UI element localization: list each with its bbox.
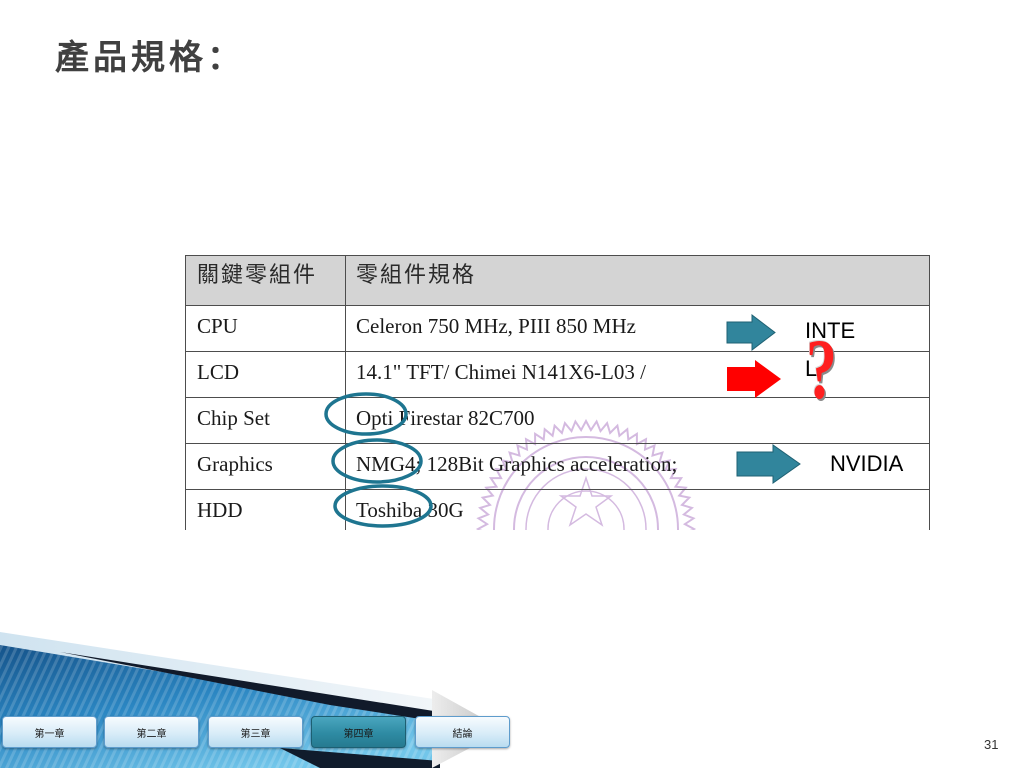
question-mark-icon: ? bbox=[806, 321, 837, 417]
nav-button-conclusion[interactable]: 結論 bbox=[415, 716, 510, 748]
header-component: 關鍵零組件 bbox=[186, 256, 346, 305]
component-cell: HDD bbox=[186, 490, 346, 530]
nav-button-chapter-3[interactable]: 第三章 bbox=[208, 716, 303, 748]
table-row: Graphics NMG4; 128Bit Graphics accelerat… bbox=[186, 444, 929, 490]
swoosh-bottom-wedge bbox=[280, 748, 440, 768]
nav-button-chapter-1[interactable]: 第一章 bbox=[2, 716, 97, 748]
component-cell: Chip Set bbox=[186, 398, 346, 443]
component-cell: LCD bbox=[186, 352, 346, 397]
slide-title: 產品規格： bbox=[55, 38, 245, 78]
spec-table: 關鍵零組件 零組件規格 CPU Celeron 750 MHz, PIII 85… bbox=[185, 255, 930, 530]
page-number: 31 bbox=[984, 737, 999, 752]
component-cell: CPU bbox=[186, 306, 346, 351]
nav-button-chapter-2[interactable]: 第二章 bbox=[104, 716, 199, 748]
seal-watermark-icon bbox=[475, 418, 697, 530]
spec-cell: Opti Firestar 82C700 bbox=[356, 406, 535, 430]
spec-cell: Toshiba 30G bbox=[356, 498, 464, 522]
header-spec: 零組件規格 bbox=[356, 262, 477, 287]
spec-cell: Celeron 750 MHz, PIII 850 MHz bbox=[356, 314, 636, 338]
swoosh-dark-wedge bbox=[60, 652, 440, 722]
table-row: HDD Toshiba 30G bbox=[186, 490, 929, 530]
graphics-vendor-label: NVIDIA bbox=[830, 451, 904, 476]
spec-cell: 14.1" TFT/ Chimei N141X6-L03 / bbox=[356, 360, 646, 384]
nav-button-chapter-4[interactable]: 第四章 bbox=[311, 716, 406, 748]
table-row: CPU Celeron 750 MHz, PIII 850 MHz bbox=[186, 306, 929, 352]
component-cell: Graphics bbox=[186, 444, 346, 489]
cpu-vendor-label: INTEL bbox=[805, 318, 856, 381]
table-header-row: 關鍵零組件 零組件規格 bbox=[186, 256, 929, 306]
table-row: LCD 14.1" TFT/ Chimei N141X6-L03 / bbox=[186, 352, 929, 398]
